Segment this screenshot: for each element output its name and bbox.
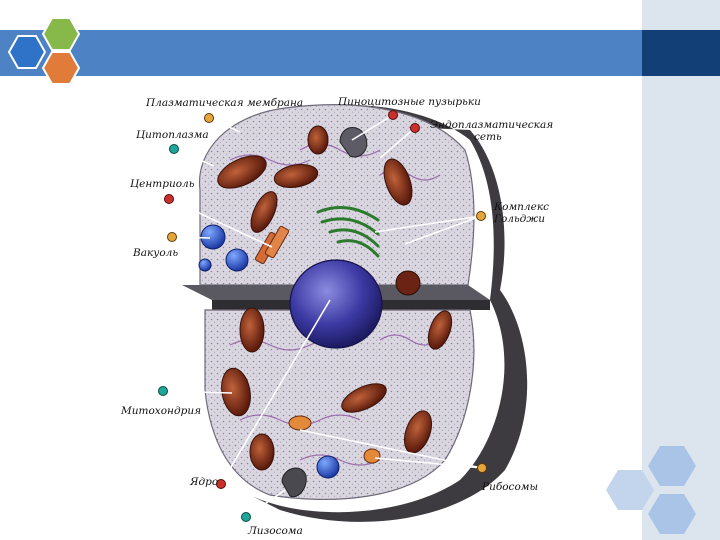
title-band-accent [642,30,720,76]
centriole [254,225,290,265]
mitochondria-group [217,125,453,471]
label-mitochondria: Митохондрия [120,405,201,417]
label-lysosome: Лизосома [247,525,303,537]
label-plasma-membrane: Плазматическая мембрана [145,97,303,109]
golgi-complex [316,206,380,258]
lysosome [281,415,381,498]
diagram-labels: Плазматическая мембрана Пиноцитозные пуз… [120,96,553,537]
label-nucleus: Ядро [189,476,218,488]
nucleus [289,259,383,349]
label-er-line2: сеть [474,131,502,143]
leader-lines [162,114,483,518]
label-er-line1: Эндоплазматическая [430,119,553,131]
nucleus-fragment [395,270,421,296]
label-markers [158,110,487,522]
label-vacuole: Вакуоль [132,247,178,259]
vacuoles [198,224,340,479]
label-ribosomes: Рибосомы [481,481,538,493]
title-band [0,30,642,76]
label-golgi-line1: Комплекс [493,201,549,213]
label-centriole: Центриоль [130,178,195,190]
label-golgi-line2: Гольджи [493,213,545,225]
label-cytoplasm: Цитоплазма [136,129,209,141]
hexagon-logo-icon [7,17,81,85]
hexagon-decor-icon [606,446,696,534]
label-pinocytic-vesicles: Пиноцитозные пузырьки [337,96,481,108]
